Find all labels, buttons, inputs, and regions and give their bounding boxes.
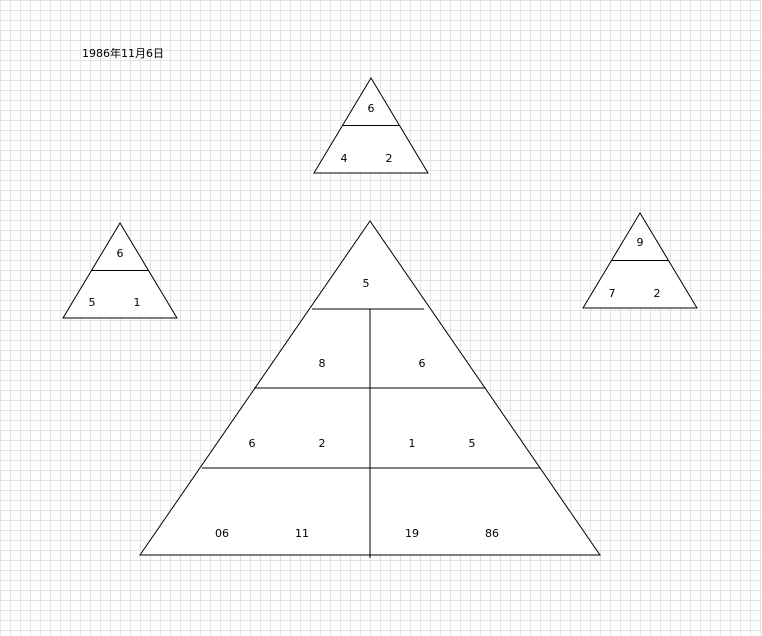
top-triangle-left: 4	[341, 152, 348, 165]
main-row4-cell-4: 86	[485, 527, 499, 540]
date-label: 1986年11月6日	[82, 47, 164, 60]
top-triangle-right: 2	[386, 152, 393, 165]
main-row3-cell-1: 6	[249, 437, 256, 450]
right-triangle-left: 7	[609, 287, 616, 300]
main-row1-value: 5	[363, 277, 370, 290]
main-row2-right: 6	[419, 357, 426, 370]
main-row4-cell-2: 11	[295, 527, 309, 540]
left-triangle-left: 5	[89, 296, 96, 309]
left-triangle-right: 1	[134, 296, 141, 309]
small-triangle-top: 6 4 2	[313, 77, 429, 174]
main-triangle: 5 8 6 6 2 1 5 06 11 19 86	[139, 220, 601, 558]
right-triangle-right: 2	[654, 287, 661, 300]
top-triangle-apex: 6	[368, 102, 375, 115]
main-row4-cell-3: 19	[405, 527, 419, 540]
left-triangle-apex: 6	[117, 247, 124, 260]
main-row3-cell-2: 2	[319, 437, 326, 450]
main-row3-cell-3: 1	[409, 437, 416, 450]
small-triangle-left: 6 5 1	[62, 222, 178, 319]
small-triangle-right: 9 7 2	[582, 212, 698, 309]
main-row4-cell-1: 06	[215, 527, 229, 540]
main-row2-left: 8	[319, 357, 326, 370]
right-triangle-apex: 9	[637, 236, 644, 249]
main-row3-cell-4: 5	[469, 437, 476, 450]
